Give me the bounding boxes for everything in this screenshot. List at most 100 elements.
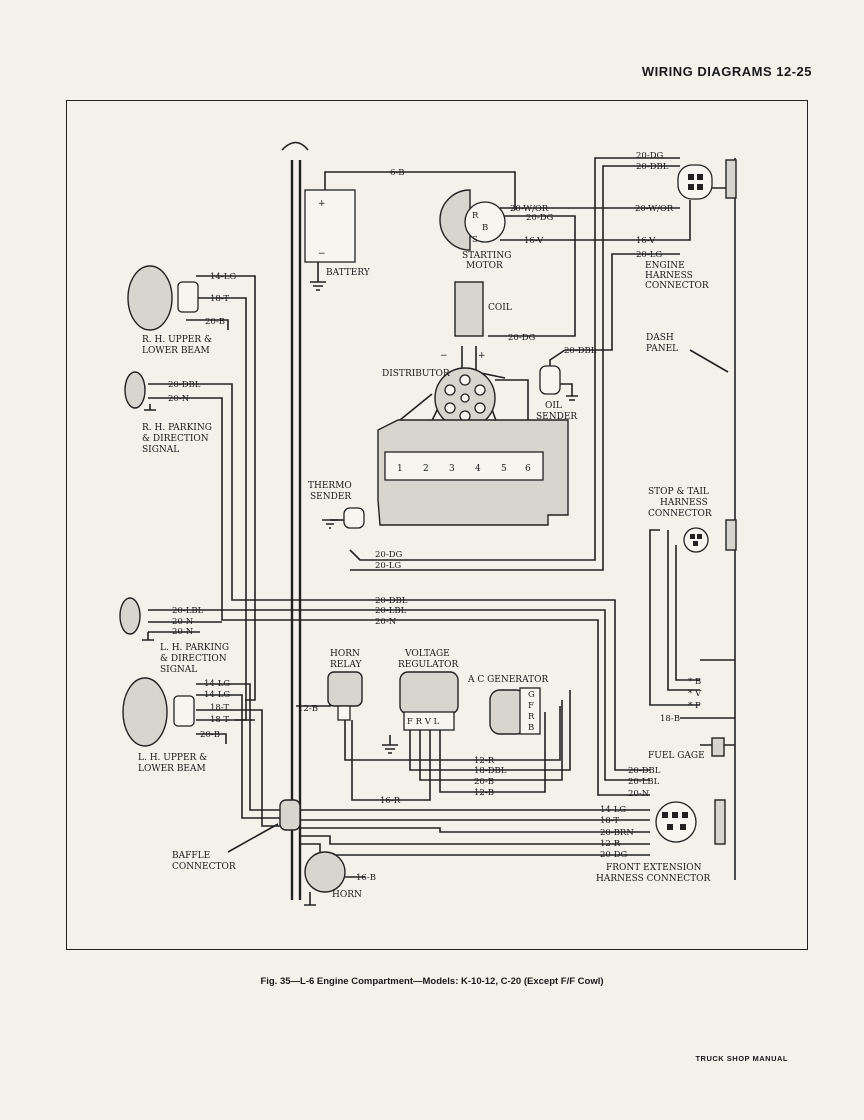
horn	[304, 851, 346, 893]
lh-beam-label-2: LOWER BEAM	[138, 764, 206, 774]
voltage-regulator	[399, 671, 459, 715]
wire-18b-fuel: 18-B	[660, 714, 680, 724]
wire-18t-lh-a: 18-T	[210, 703, 229, 713]
cylinder-6: 6	[525, 464, 531, 474]
lh-beam-label-1: L. H. UPPER &	[138, 753, 207, 763]
wire-20dbl-fx: 20-DBL	[628, 766, 661, 776]
front-extension-connector	[655, 801, 697, 843]
rh-beam-label-1: R. H. UPPER &	[142, 335, 212, 345]
engine-harness-connector	[677, 164, 713, 200]
rh-headlamp-connector	[177, 281, 199, 313]
baffle-label-2: CONNECTOR	[172, 862, 236, 872]
stop-tail-connector	[683, 527, 709, 553]
generator-term-b: B	[528, 723, 534, 733]
regulator-terminals: F R V L	[407, 717, 440, 727]
oil-sender-label-2: SENDER	[536, 412, 577, 422]
engine-harness-label-2: HARNESS	[645, 271, 693, 281]
fuel-gage-label: FUEL GAGE	[648, 751, 705, 761]
wire-6b: 6-B	[390, 168, 405, 178]
wire-20n-rhp: 20-N	[168, 394, 190, 404]
wire-20dg-fx: 20-DG	[600, 850, 628, 860]
wire-18t-lh-b: 18-T	[210, 715, 229, 725]
wire-16r: 16-R	[380, 796, 401, 806]
stop-tail-term-p: * P	[688, 701, 701, 711]
wire-16b-horn: 16-B	[356, 873, 376, 883]
starter-term-b: B	[482, 223, 488, 233]
oil-sender	[539, 365, 561, 395]
engine-harness-label-1: ENGINE	[645, 261, 685, 271]
starting-motor-body	[439, 189, 471, 251]
fuel-gage-connector	[711, 737, 725, 757]
voltage-regulator-label-1: VOLTAGE	[404, 649, 450, 659]
cylinder-2: 2	[423, 464, 429, 474]
starter-term-s: S	[472, 235, 478, 245]
wire-18t-fx: 18-T	[600, 816, 619, 826]
rh-parking-label-1: R. H. PARKING	[142, 423, 212, 433]
coil-label: COIL	[488, 303, 512, 313]
stop-tail-label-1: STOP & TAIL	[648, 487, 709, 497]
figure-caption: Fig. 35—L-6 Engine Compartment—Models: K…	[260, 976, 604, 987]
diagram-frame	[66, 100, 808, 950]
lh-parking-lamp	[119, 597, 141, 635]
thermo-sender-label-1: THERMO	[308, 481, 352, 491]
starting-motor	[464, 201, 506, 243]
rh-parking-lamp	[124, 371, 146, 409]
battery-label: BATTERY	[326, 268, 371, 278]
lh-parking-label-3: SIGNAL	[160, 665, 197, 675]
wire-20lbl-fx: 20-LBL	[628, 777, 660, 787]
wire-20n-mid: 20-N	[375, 617, 397, 627]
wire-12r: 12-R	[474, 756, 495, 766]
page-footer: TRUCK SHOP MANUAL	[695, 1054, 788, 1063]
cylinder-4: 4	[475, 464, 481, 474]
stop-tail-term-b: * B	[688, 677, 701, 687]
wire-20wor-a: 20-W/OR	[510, 204, 549, 214]
wire-20brn-fx: 20-BRN	[600, 828, 634, 838]
wire-18dbl: 18-DBL	[474, 766, 507, 776]
wire-16v-b: 16-V	[636, 236, 656, 246]
wire-12r-fx: 12-R	[600, 839, 621, 849]
lh-headlamp-connector	[173, 695, 195, 727]
wire-20n-fx: 20-N	[628, 789, 650, 799]
wire-20b-reg: 20-B	[474, 777, 494, 787]
wire-20dbl-rhp: 20-DBL	[168, 380, 201, 390]
front-extension-label-1: FRONT EXTENSION	[606, 863, 702, 873]
generator-term-g: G	[528, 690, 535, 700]
battery	[304, 189, 356, 263]
coil-plus: +	[478, 351, 486, 361]
rh-parking-label-3: SIGNAL	[142, 445, 179, 455]
engine-harness-label-3: CONNECTOR	[645, 281, 709, 291]
coil	[454, 281, 484, 337]
horn-relay-label-1: HORN	[330, 649, 360, 659]
generator-term-f: F	[528, 701, 534, 711]
wire-20lbl-mid: 20-LBL	[375, 606, 407, 616]
dash-panel-label-1: DASH	[646, 333, 674, 343]
wire-20dbl-mid: 20-DBL	[375, 596, 408, 606]
wire-20b-rh: 20-B	[205, 317, 225, 327]
wire-20lg-thermo: 20-LG	[375, 561, 401, 571]
wire-14lg-fx: 14-LG	[600, 805, 626, 815]
battery-neg-sign: −	[318, 249, 326, 259]
wire-18t-rh: 18-T	[210, 294, 229, 304]
wire-20lbl-lhp: 20-LBL	[172, 606, 204, 616]
wire-14lg-rh: 14-LG	[210, 272, 236, 282]
wire-20b-lh: 20-B	[200, 730, 220, 740]
starter-term-r: R	[472, 211, 479, 221]
battery-pos-sign: +	[318, 199, 326, 209]
wire-labels: 6-B 20-W/OR 20-W/OR 20-DG 16-V 16-V 20-D…	[168, 151, 680, 883]
starting-motor-label-1: STARTING	[462, 251, 511, 261]
horn-relay	[327, 671, 363, 707]
wire-16v-a: 16-V	[524, 236, 544, 246]
cylinder-1: 1	[397, 464, 403, 474]
wire-14lg-lh-b: 14-LG	[204, 690, 230, 700]
stop-tail-label-3: CONNECTOR	[648, 509, 712, 519]
oil-sender-label-1: OIL	[545, 401, 562, 411]
page-header: WIRING DIAGRAMS 12-25	[641, 64, 812, 79]
dash-panel-label-2: PANEL	[646, 344, 678, 354]
stop-tail-label-2: HARNESS	[660, 498, 708, 508]
front-extension-label-2: HARNESS CONNECTOR	[596, 874, 710, 884]
horn-label: HORN	[332, 890, 362, 900]
wire-12b: 12-B	[298, 704, 318, 714]
cylinder-row	[384, 451, 544, 481]
wire-20wor-b: 20-W/OR	[635, 204, 674, 214]
